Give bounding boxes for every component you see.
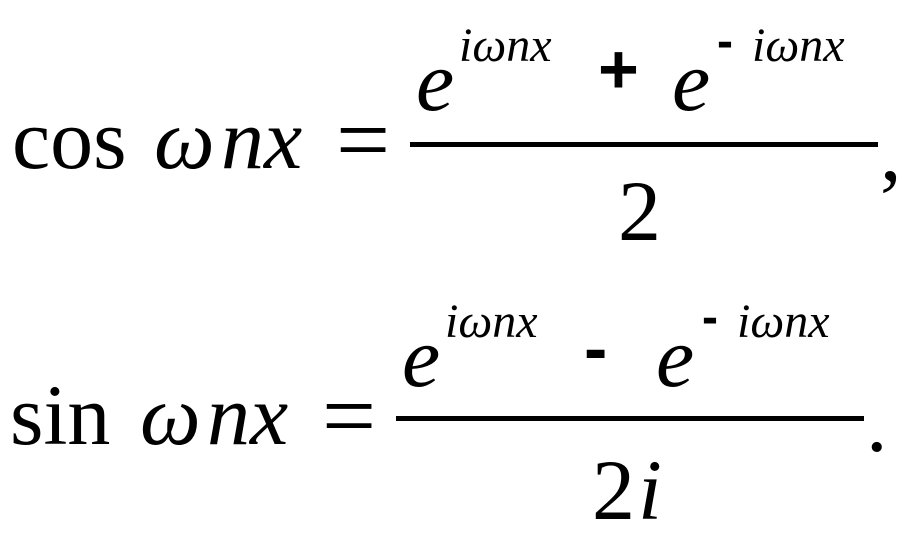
cos-exponent-minus-sign: -	[717, 15, 733, 68]
sin-numerator-base-1: e	[402, 309, 441, 405]
sin-minus-operator: -	[584, 309, 608, 387]
cos-numerator-exponent-2: iωnx	[752, 19, 845, 72]
cos-numerator-base-1: e	[416, 33, 455, 129]
sin-numerator-exponent-2: iωnx	[737, 295, 830, 348]
sin-omega: ω	[140, 367, 201, 463]
cos-formula: cos ω nx = e iωnx + e - iωnx 2 ,	[12, 15, 902, 259]
sin-numerator-exponent-1: iωnx	[445, 295, 538, 348]
sin-fraction-bar	[396, 416, 864, 421]
sin-argument: nx	[207, 367, 289, 463]
sin-function: sin	[10, 367, 111, 463]
cos-equals-sign: =	[336, 86, 391, 193]
sin-numerator-base-2: e	[656, 309, 695, 405]
sin-exponent-minus-sign: -	[702, 291, 718, 344]
sin-equals-sign: =	[322, 362, 377, 469]
sin-denominator-variable: i	[638, 442, 662, 538]
cos-function: cos	[12, 91, 127, 187]
cos-fraction-bar	[410, 142, 878, 147]
cos-plus-operator: +	[598, 30, 639, 108]
cos-numerator-base-2: e	[672, 33, 711, 129]
cos-trailing-comma: ,	[880, 103, 902, 199]
cos-denominator: 2	[618, 163, 661, 259]
sin-trailing-period: .	[866, 374, 888, 470]
sin-formula: sin ω nx = e iωnx - e - iωnx 2 i .	[0, 271, 922, 542]
cos-argument: nx	[221, 91, 303, 187]
sin-denominator-number: 2	[592, 442, 635, 538]
cos-numerator-exponent-1: iωnx	[459, 19, 552, 72]
cos-omega: ω	[154, 91, 215, 187]
